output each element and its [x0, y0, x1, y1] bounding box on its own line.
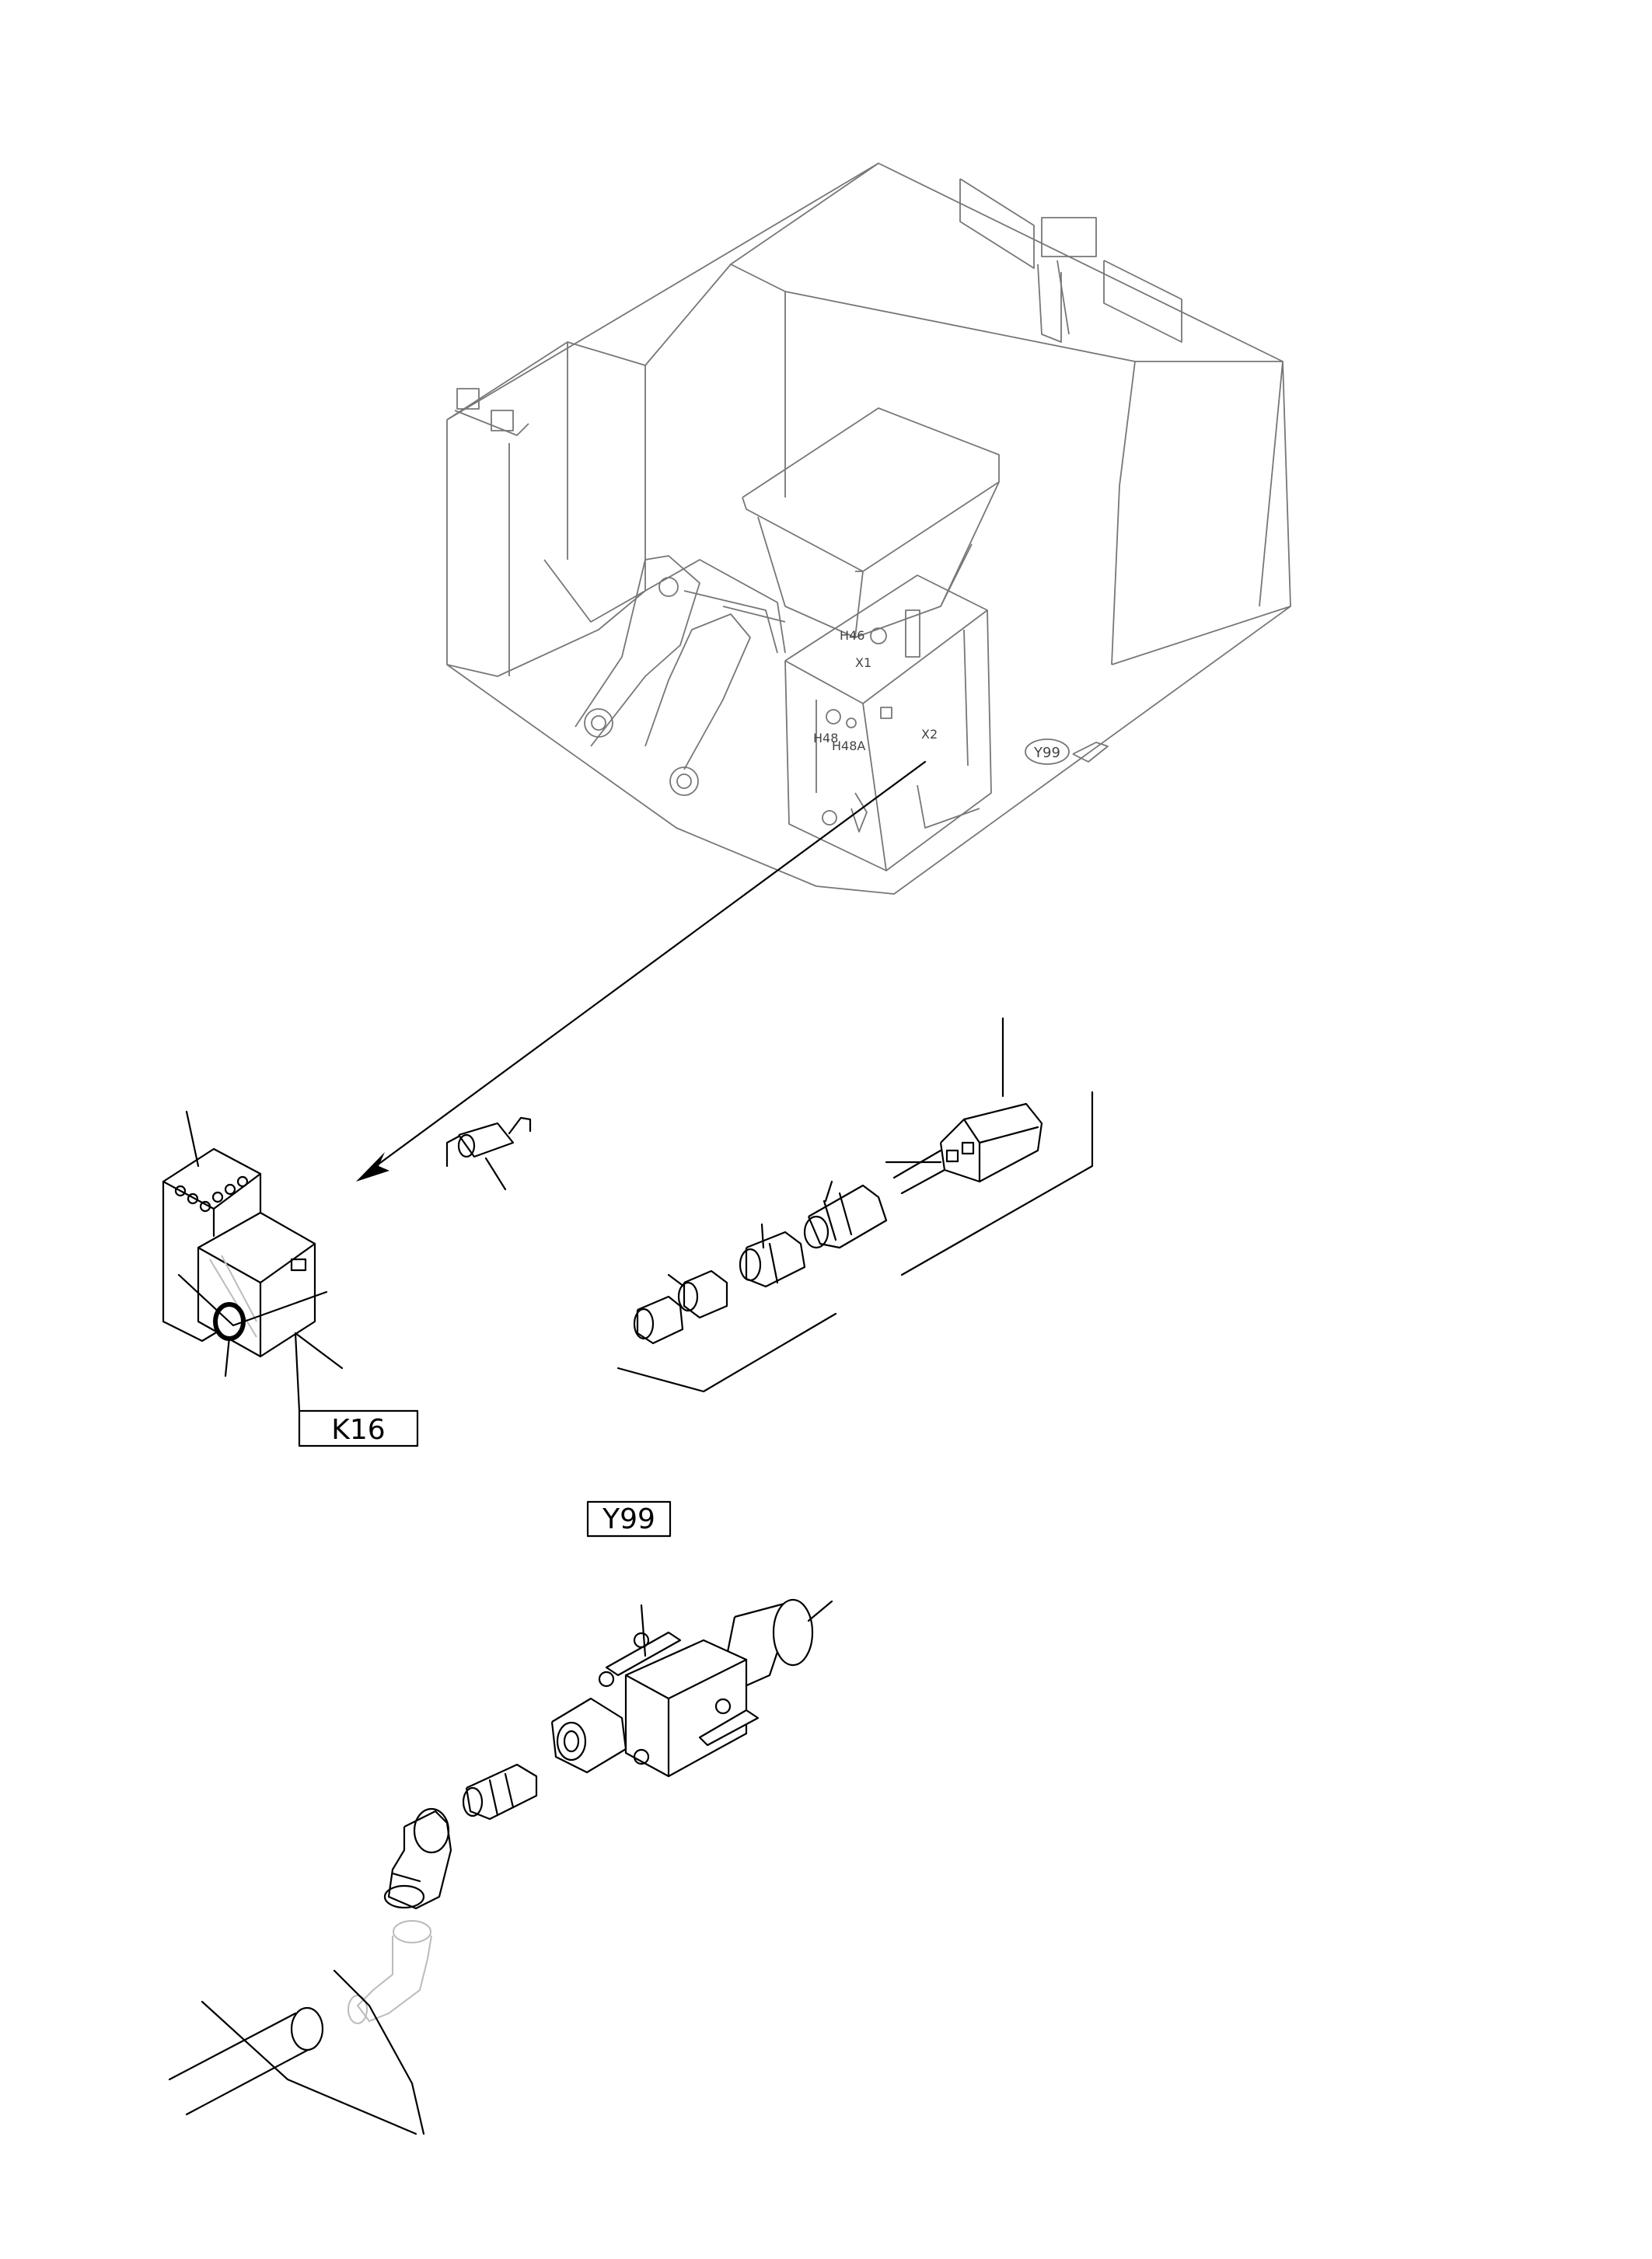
h46-label: H46 — [840, 628, 864, 643]
work-lights-right — [959, 178, 1182, 343]
h48a-label: H48A — [832, 738, 865, 753]
relay-k16-assembly: K16 — [162, 1110, 532, 1447]
spring-parts — [633, 1269, 728, 1345]
diode-part — [445, 1116, 532, 1191]
valve-y99-assembly — [168, 1598, 833, 2135]
y99-small-valve — [1072, 742, 1109, 763]
hopper-cab — [742, 407, 1000, 638]
cable-gland — [803, 1180, 888, 1249]
existing-elbow-ghost — [348, 1920, 432, 2024]
machine-overview: Y99 H46 X1 H48 H48A X2 — [356, 162, 1291, 1182]
hydraulic-pipe — [168, 1969, 425, 2135]
work-lights-left — [454, 388, 529, 436]
y99-label-box — [586, 1500, 672, 1538]
k16-leader-line — [364, 760, 927, 1175]
y99-small-label: Y99 — [1033, 745, 1060, 761]
h48-label: H48 — [813, 731, 838, 745]
k16-label-box — [298, 1409, 419, 1447]
x2-label: X2 — [921, 727, 938, 742]
y99-label: Y99 — [602, 1503, 655, 1535]
k16-label: K16 — [331, 1414, 385, 1446]
leader-arrowhead — [356, 1152, 389, 1182]
adapter-sleeve — [739, 1223, 806, 1288]
boom-frame — [575, 555, 786, 796]
electrical-cabinet — [784, 574, 992, 871]
y99-small-tag — [1025, 738, 1070, 765]
connector-assembly — [616, 1017, 1094, 1393]
x1-label: X1 — [855, 655, 871, 670]
